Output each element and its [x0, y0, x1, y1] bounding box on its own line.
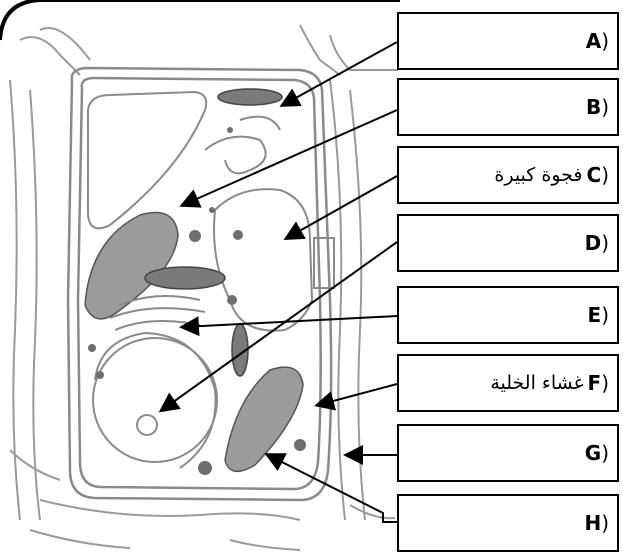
frame-corner: [0, 0, 400, 40]
label-box-g[interactable]: G ): [397, 424, 619, 482]
label-letter-d: D: [585, 231, 602, 255]
label-letter-b: B: [586, 95, 601, 119]
label-paren-g: ): [601, 441, 609, 465]
label-box-e[interactable]: E ): [397, 286, 619, 344]
label-paren-a: ): [601, 29, 609, 53]
arrow-b: [183, 110, 397, 205]
label-box-d[interactable]: D ): [397, 214, 619, 272]
label-letter-h: H: [584, 511, 601, 535]
label-letter-c: C: [587, 163, 602, 187]
nucleus: [93, 333, 217, 468]
label-paren-d: ): [601, 231, 609, 255]
label-box-c[interactable]: فجوة كبيرة C ): [397, 146, 619, 204]
top-vacuole: [88, 92, 206, 228]
label-paren-e: ): [601, 303, 609, 327]
arrow-a: [283, 42, 397, 105]
label-box-h[interactable]: H ): [397, 494, 619, 552]
label-text-f: غشاء الخلية: [490, 372, 583, 394]
label-box-f[interactable]: غشاء الخلية F ): [397, 354, 619, 412]
label-text-c: فجوة كبيرة: [494, 164, 582, 186]
label-paren-c: ): [601, 163, 609, 187]
arrow-c: [287, 176, 397, 238]
label-letter-a: A: [586, 29, 601, 53]
label-box-b[interactable]: B ): [397, 78, 619, 136]
large-vacuole: [214, 189, 312, 330]
label-letter-e: E: [588, 303, 602, 327]
label-paren-h: ): [601, 511, 609, 535]
label-letter-g: G: [585, 441, 601, 465]
label-paren-b: ): [601, 95, 609, 119]
label-paren-f: ): [601, 371, 609, 395]
label-letter-f: F: [588, 371, 602, 395]
label-box-a[interactable]: A ): [397, 12, 619, 70]
plasmodesma: [314, 238, 334, 288]
